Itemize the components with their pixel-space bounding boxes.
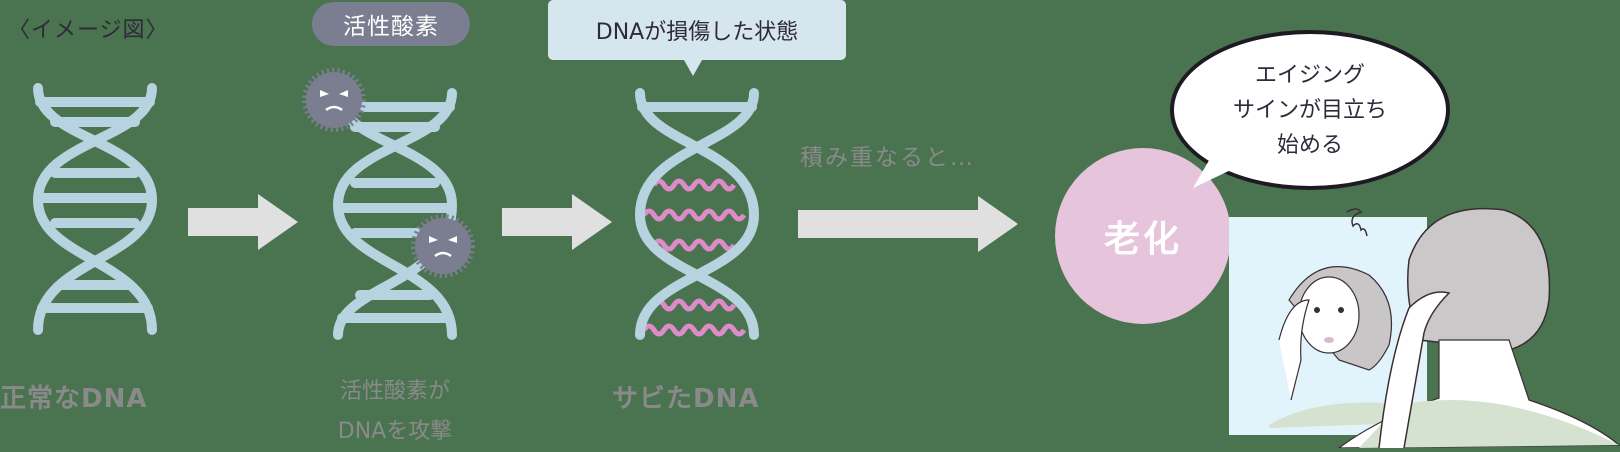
angry-molecule-icon [302, 68, 366, 132]
damaged-dna-icon [634, 88, 760, 340]
image-caption: 〈イメージ図〉 [8, 18, 169, 43]
speech-text: エイジング サインが目立ち 始める [1232, 62, 1387, 158]
accumulate-text: 積み重なると… [800, 145, 975, 171]
dna-helix-icon [32, 83, 158, 335]
callout-pointer [684, 60, 702, 76]
damaged-dna-callout: DNAが損傷した状態 [548, 0, 846, 60]
angry-molecule-icon [411, 214, 475, 278]
active-oxygen-badge: 活性酸素 [312, 2, 470, 46]
woman-mirror-illustration [1269, 207, 1620, 448]
arrow-right-icon [502, 194, 612, 250]
stage-label-rusty: サビたDNA [612, 384, 760, 414]
speech-bubble: エイジング サインが目立ち 始める [1170, 30, 1450, 190]
arrow-right-icon [798, 196, 1018, 252]
stage-label-normal: 正常なDNA [0, 384, 148, 414]
stage-label-attack: 活性酸素が DNAを攻撃 [337, 379, 453, 444]
arrow-right-icon [188, 194, 298, 250]
speech-tail [1193, 150, 1235, 188]
